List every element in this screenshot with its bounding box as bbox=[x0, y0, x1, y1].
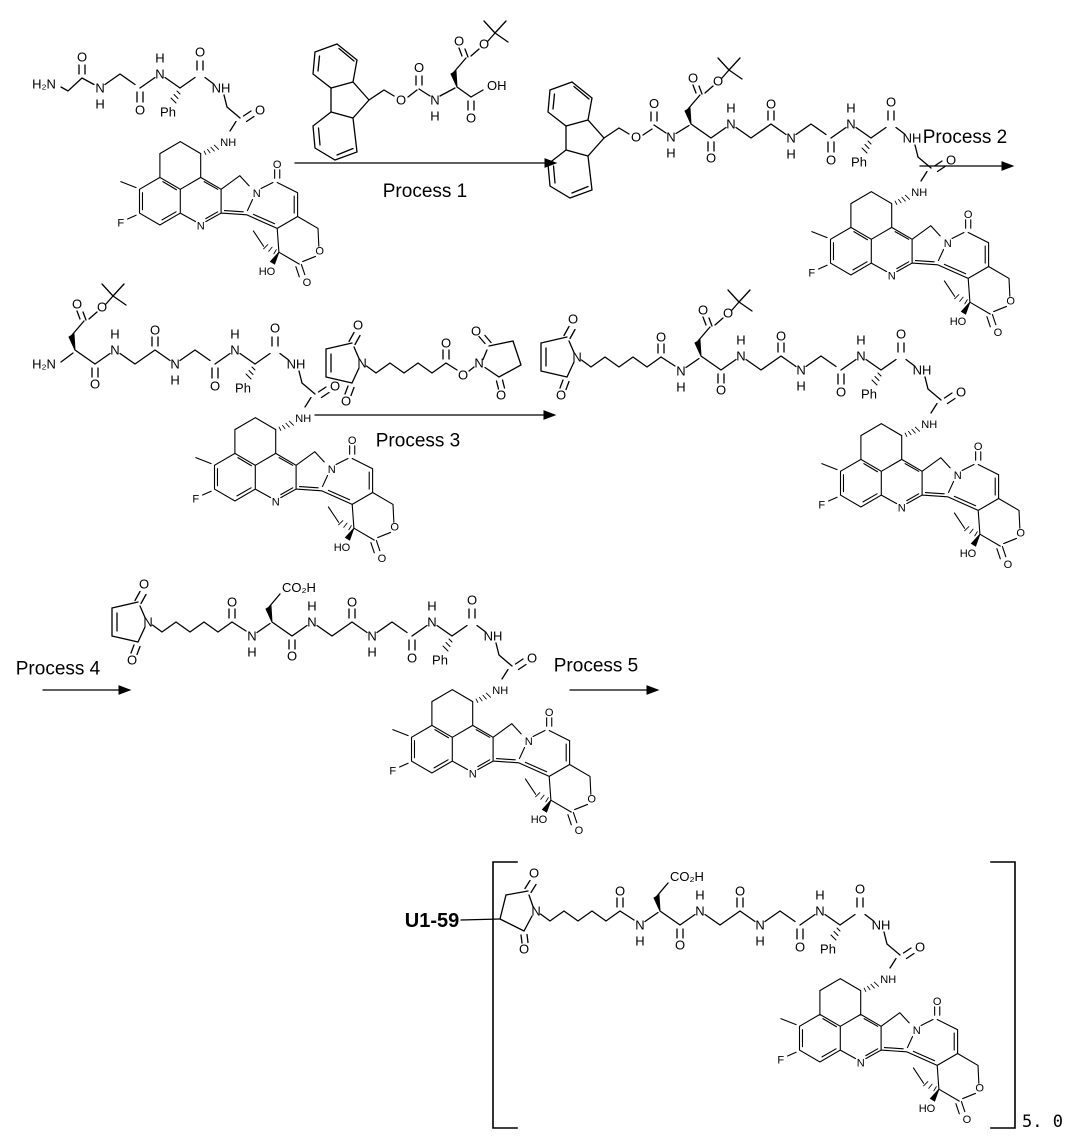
reagent-mc-nhs-ester: O bbox=[325, 316, 522, 410]
process-4-step: Process 4 bbox=[16, 659, 132, 695]
antibody-label: U1-59 bbox=[405, 910, 459, 932]
atom-label-h2n: H₂N bbox=[32, 357, 56, 372]
process-5-label: Process 5 bbox=[554, 656, 638, 677]
molecule-antibody-drug-conjugate: U1-59 N H 5. 0 bbox=[405, 861, 1063, 1132]
molecule-mc-asp-ggfg-exatecan: N H bbox=[111, 575, 596, 838]
process-4-label: Process 4 bbox=[16, 659, 101, 680]
molecule-amine-asp-otbu-ggfg-exatecan: H₂N bbox=[32, 283, 399, 565]
atom-label-o: O bbox=[649, 96, 659, 111]
arrowhead bbox=[543, 410, 557, 420]
cap-bonds bbox=[60, 64, 95, 92]
atom-label-o: O bbox=[77, 50, 87, 65]
atom-label-n: N bbox=[666, 130, 675, 145]
right-bracket bbox=[990, 861, 1016, 1129]
amide-bonds bbox=[231, 621, 271, 634]
process-5-step: Process 5 bbox=[554, 656, 660, 695]
atom-label-h: H bbox=[247, 645, 256, 660]
molecule-fmoc-asp-otbu-ggfg-exatecan: O O N H bbox=[547, 57, 1015, 339]
atom-label-o: O bbox=[414, 60, 424, 75]
atom-label-h2n: H₂N bbox=[32, 77, 56, 92]
linker-bonds bbox=[603, 111, 690, 139]
atom-label-h: H bbox=[676, 380, 685, 395]
atom-label-o: O bbox=[631, 130, 641, 145]
process-3-label: Process 3 bbox=[376, 431, 460, 452]
atom-label-n: N bbox=[430, 93, 439, 108]
process-2-label: Process 2 bbox=[923, 127, 1007, 148]
atom-label-o: O bbox=[466, 111, 476, 126]
drug-antibody-ratio: 5. 0 bbox=[1022, 1112, 1063, 1132]
arrowhead bbox=[544, 158, 558, 168]
process-1-step: Process 1 bbox=[294, 158, 558, 202]
amide-bonds bbox=[619, 910, 659, 923]
cap-bonds bbox=[60, 352, 74, 363]
atom-label-n: N bbox=[635, 918, 644, 933]
atom-label-h: H bbox=[635, 934, 644, 949]
arrowhead bbox=[1001, 161, 1015, 171]
antibody-bond bbox=[460, 918, 501, 921]
arrowhead bbox=[646, 685, 660, 695]
arrowhead bbox=[118, 685, 132, 695]
molecule-mc-asp-otbu-ggfg-exatecan: N H bbox=[540, 289, 1025, 571]
reagent-fmoc-asp-otbu-oh: O O N H O OH bbox=[312, 20, 509, 161]
atom-label-oh: OH bbox=[487, 78, 507, 93]
atom-label-h: H bbox=[430, 109, 439, 124]
process-3-step: Process 3 bbox=[314, 410, 557, 452]
process-1-label: Process 1 bbox=[383, 181, 467, 202]
atom-label-o: O bbox=[396, 93, 406, 108]
left-bracket bbox=[492, 861, 518, 1129]
atom-label-n: N bbox=[676, 364, 685, 379]
atom-label-n: N bbox=[247, 629, 256, 644]
linker-bonds bbox=[368, 75, 484, 111]
atom-label-h: H bbox=[666, 146, 675, 161]
amide-bonds bbox=[660, 356, 700, 369]
molecule-ggfg-exatecan-amine: H₂N O bbox=[32, 45, 324, 290]
atom-label-o: O bbox=[458, 368, 468, 383]
process-2-step: Process 2 bbox=[919, 127, 1015, 171]
ester-bonds bbox=[445, 362, 475, 372]
